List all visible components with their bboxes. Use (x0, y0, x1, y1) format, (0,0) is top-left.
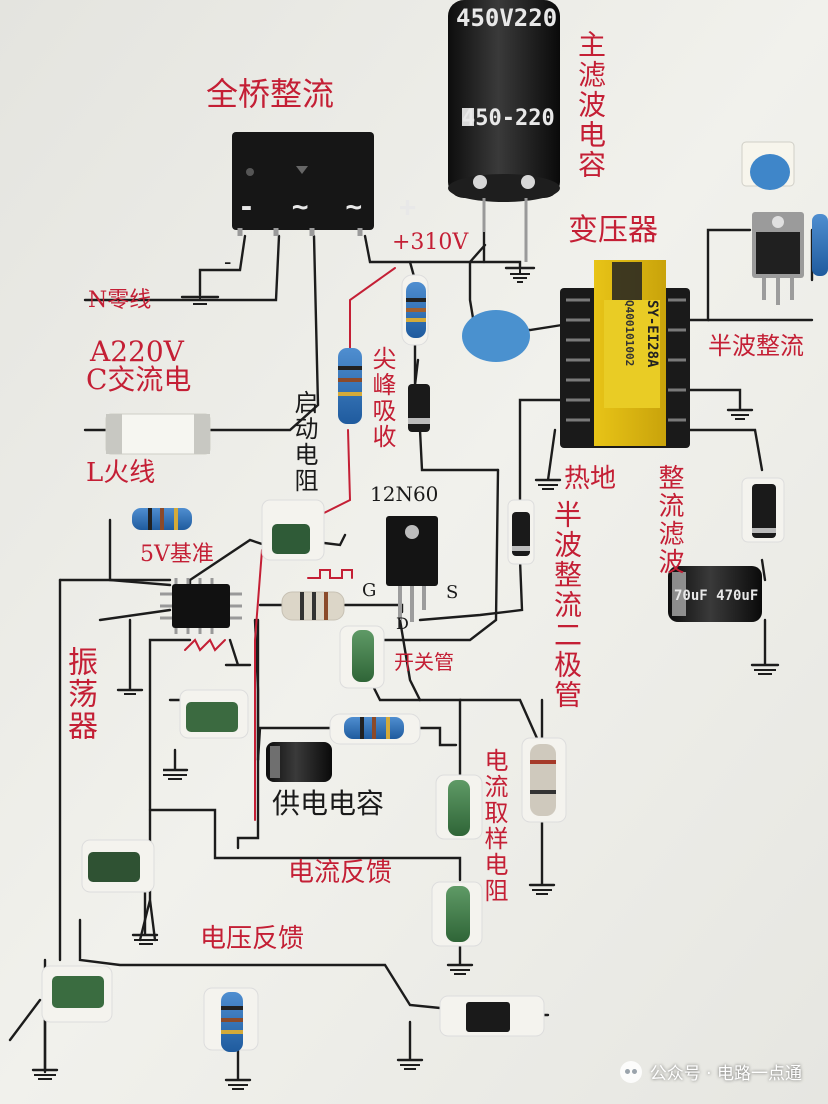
optocoupler (439, 995, 545, 1037)
transformer-code: Q400101002 (623, 300, 636, 367)
label-spike-absorber: 尖峰吸收 (368, 346, 396, 450)
label-current-feedback: 电流反馈 (288, 858, 393, 888)
label-live: L火线 (86, 458, 156, 488)
capacitor-rating-top: 450V220 (456, 4, 558, 32)
label-minus: - (224, 250, 232, 275)
transformer (560, 260, 690, 448)
label-startup-resistor: 启动电阻 (290, 390, 318, 494)
label-oscillator: 振荡器 (62, 646, 97, 742)
label-pin-g: G (362, 580, 377, 601)
wire-traces (8, 198, 814, 1082)
label-bridge-rectifier: 全桥整流 (206, 75, 335, 113)
fuse (105, 413, 211, 455)
label-half-wave-diode: 半波整流二极管 (550, 500, 583, 710)
main-filter-capacitor (448, 0, 560, 262)
watermark: 公众号 · 电路一点通 (619, 1059, 802, 1084)
label-5v-reference: 5V基准 (140, 542, 214, 567)
wechat-icon (619, 1060, 642, 1083)
label-current-sense-resistor: 电流取样电阻 (480, 748, 508, 904)
bridge-pin-markings: - ~ ~ + (238, 190, 427, 223)
label-rectify-filter: 整流滤波 (654, 464, 684, 576)
label-ac-220v: A220V (90, 335, 184, 368)
transformer-part-number: SY-EI28A (644, 300, 660, 368)
mosfet-switch (386, 516, 438, 622)
watermark-text: 公众号 · 电路一点通 (649, 1064, 802, 1084)
label-switch-tube: 开关管 (394, 650, 454, 674)
label-310v: +310V (392, 230, 469, 255)
blue-resistors (132, 274, 429, 1052)
bridge-rectifier (232, 132, 374, 236)
pwm-controller-ic (160, 578, 242, 634)
label-ac-power: C交流电 (86, 363, 192, 396)
label-transformer: 变压器 (568, 213, 658, 248)
output-capacitor (668, 566, 762, 622)
label-voltage-feedback: 电压反馈 (200, 924, 305, 954)
output-rectifier-regulator (752, 212, 804, 305)
ceramic-capacitors (462, 141, 828, 362)
diodes (408, 384, 785, 565)
supply-capacitor (266, 742, 332, 782)
label-main-filter-cap: 主滤波电容 (574, 30, 607, 180)
label-pin-d: D (396, 614, 409, 633)
label-neutral: N零线 (88, 288, 152, 313)
label-pin-s: S (446, 582, 459, 603)
red-wire-traces (184, 267, 396, 821)
ground-symbols (34, 268, 776, 1090)
output-capacitor-rating: 70uF 470uF (674, 588, 759, 604)
capacitor-rating: 450-220 (462, 106, 555, 131)
label-supply-capacitor: 供电电容 (272, 787, 385, 820)
label-hot-ground: 热地 (564, 464, 617, 494)
label-mosfet-model: 12N60 (370, 482, 439, 506)
green-resistors (281, 591, 567, 947)
label-half-wave-rect: 半波整流 (708, 332, 804, 360)
film-capacitors (41, 499, 325, 1023)
